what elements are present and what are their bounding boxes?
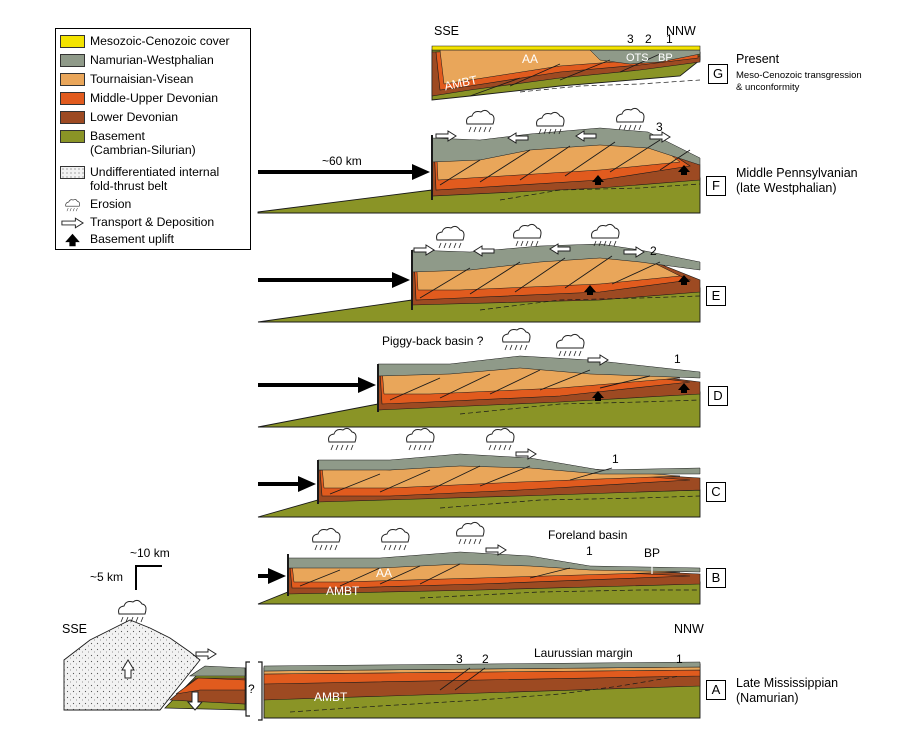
label-thrust-3-g: 3 — [627, 32, 634, 46]
swatch-mid-devonian — [60, 92, 85, 105]
uplift-hollow-arrow-icon — [121, 659, 135, 679]
stage-subtitle-g: Meso-Cenozoic transgression & unconformi… — [736, 70, 862, 93]
swatch-internal-belt — [60, 166, 85, 179]
label-thrust-2-e: 2 — [650, 244, 657, 258]
stage-box-d: D — [708, 386, 728, 406]
label-thrust-1-c: 1 — [612, 452, 619, 466]
legend-item-internal-belt: Undifferentiated internal fold-thrust be… — [60, 165, 219, 193]
uplift-arrow-icon — [65, 233, 80, 247]
label-piggyback: Piggy-back basin ? — [382, 334, 484, 348]
label-thrust-2-a: 2 — [482, 652, 489, 666]
label-aa-g: AA — [522, 52, 539, 66]
legend-label: Namurian-Westphalian — [90, 53, 214, 67]
label-thrust-3-a: 3 — [456, 652, 463, 666]
stage-box-f: F — [706, 176, 726, 196]
section-g — [431, 45, 701, 101]
section-f — [257, 107, 701, 214]
legend-label: Undifferentiated internal fold-thrust be… — [90, 165, 220, 193]
swatch-namurian — [60, 54, 85, 67]
label-laurussian: Laurussian margin — [534, 646, 633, 660]
legend-label: Erosion — [90, 197, 132, 211]
stage-box-b: B — [706, 568, 726, 588]
section-d — [257, 327, 701, 428]
legend-item-low-devonian: Lower Devonian — [60, 110, 178, 124]
swatch-low-devonian — [60, 111, 85, 124]
section-e — [257, 223, 701, 323]
stage-title-g: Present — [736, 52, 780, 66]
stage-title-a: Late Mississippian (Namurian) — [736, 676, 839, 705]
legend-label: Lower Devonian — [90, 110, 179, 124]
legend-item-basement: Basement (Cambrian-Silurian) — [60, 129, 196, 157]
label-question: ? — [248, 682, 255, 696]
label-scale-v: ~5 km — [90, 570, 124, 584]
legend-item-erosion: Erosion — [60, 197, 131, 213]
section-c — [257, 427, 701, 518]
label-bp-b: BP — [644, 546, 661, 560]
stage-title-f: Middle Pennsylvanian (late Westphalian) — [736, 166, 858, 195]
legend-label: Mesozoic-Cenozoic cover — [90, 34, 230, 48]
label-foreland: Foreland basin — [548, 528, 628, 542]
cloud-rain-icon — [65, 199, 80, 212]
subsidence-arrow-icon — [186, 691, 204, 711]
swatch-basement — [60, 130, 85, 143]
label-thrust-1-g: 1 — [666, 32, 673, 46]
label-shortening: ~60 km — [322, 154, 362, 168]
label-aa-b: AA — [376, 566, 393, 580]
internal-fold-thrust-belt — [63, 619, 201, 711]
legend-label: Basement uplift — [90, 232, 175, 246]
label-nnw-top: NNW — [666, 24, 696, 38]
label-scale-h: ~10 km — [130, 546, 170, 560]
section-b — [257, 521, 701, 605]
legend-label: Middle-Upper Devonian — [90, 91, 219, 105]
legend-item-uplift: Basement uplift — [60, 232, 174, 248]
label-sse-top: SSE — [434, 24, 460, 38]
label-ots: OTS — [626, 52, 649, 64]
label-thrust-2-g: 2 — [645, 32, 652, 46]
push-arrows — [258, 164, 430, 584]
label-ambt-a: AMBT — [314, 690, 348, 704]
scale-bar — [135, 565, 162, 590]
label-ambt-b: AMBT — [326, 584, 360, 598]
legend-label: Transport & Deposition — [90, 215, 215, 229]
legend-item-namurian: Namurian-Westphalian — [60, 53, 214, 67]
legend: Mesozoic-Cenozoic cover Namurian-Westpha… — [55, 28, 251, 250]
label-thrust-3-f: 3 — [656, 120, 663, 134]
label-nnw-bottom: NNW — [674, 622, 704, 636]
legend-label: Tournaisian-Visean — [90, 72, 194, 86]
legend-item-mid-devonian: Middle-Upper Devonian — [60, 91, 218, 105]
legend-item-tournaisian: Tournaisian-Visean — [60, 72, 193, 86]
legend-label: Basement (Cambrian-Silurian) — [90, 129, 196, 157]
stage-box-a: A — [706, 680, 726, 700]
label-thrust-1-d: 1 — [674, 352, 681, 366]
label-thrust-1-b: 1 — [586, 544, 593, 558]
swatch-tournaisian — [60, 73, 85, 86]
legend-item-cover: Mesozoic-Cenozoic cover — [60, 34, 230, 48]
section-a — [63, 599, 701, 721]
label-sse-bottom: SSE — [62, 622, 88, 636]
legend-item-transport: Transport & Deposition — [60, 215, 214, 231]
hollow-arrow-icon — [61, 217, 84, 229]
stage-box-e: E — [706, 286, 726, 306]
label-bp-g: BP — [658, 52, 673, 64]
stage-box-g: G — [708, 64, 728, 84]
swatch-cover — [60, 35, 85, 48]
stage-box-c: C — [706, 482, 726, 502]
label-thrust-1-a: 1 — [676, 652, 683, 666]
